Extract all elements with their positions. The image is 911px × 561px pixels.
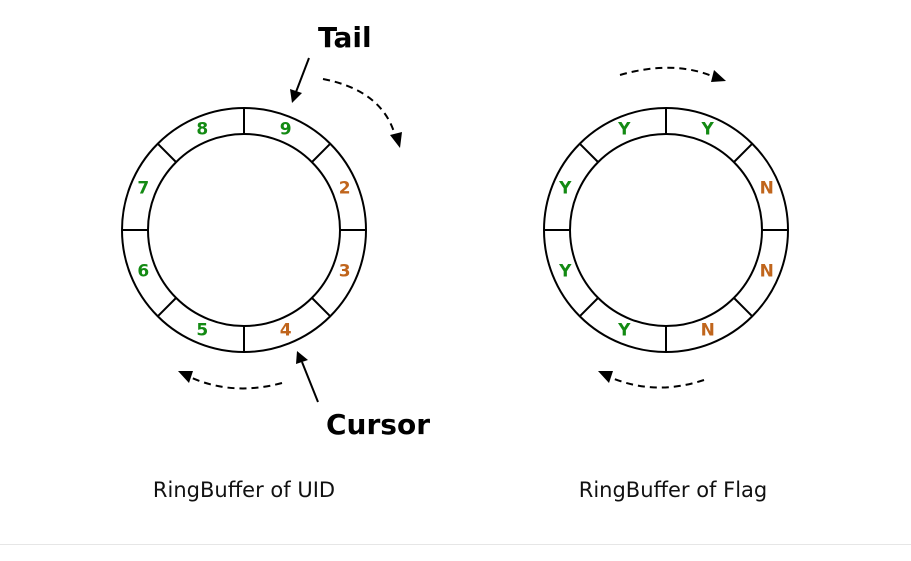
tail-arrow (290, 57, 310, 103)
flag-ring-slot-labels: Y N N N Y Y Y Y (558, 119, 774, 340)
flag-slot-divider (733, 297, 753, 317)
uid-slot-label: 5 (196, 321, 208, 341)
uid-ring: 9 2 3 4 5 6 7 8 (121, 107, 367, 353)
cursor-label: Cursor (326, 408, 430, 441)
flag-slot-divider (579, 297, 599, 317)
uid-slot-divider (157, 143, 177, 163)
tail-label: Tail (318, 21, 372, 54)
uid-slot-label: 2 (339, 178, 351, 198)
flag-slot-label: Y (558, 262, 572, 282)
uid-ring-inner (147, 133, 341, 327)
flag-slot-label: Y (617, 119, 631, 139)
flag-rotation-arrow-top (619, 66, 726, 82)
uid-slot-divider (157, 297, 177, 317)
uid-slot-label: 3 (339, 262, 351, 282)
uid-ring-slot-labels: 9 2 3 4 5 6 7 8 (137, 119, 350, 340)
flag-slot-label: Y (617, 321, 631, 341)
flag-slot-label: N (701, 321, 715, 341)
uid-ring-dividers (122, 108, 366, 352)
uid-slot-label: 6 (137, 262, 149, 282)
uid-slot-label: 4 (280, 321, 292, 341)
cursor-arrow (296, 351, 319, 403)
flag-ring-caption: RingBuffer of Flag (579, 478, 768, 502)
uid-ring-caption: RingBuffer of UID (153, 478, 335, 502)
uid-slot-label: 9 (280, 119, 292, 139)
uid-slot-label: 7 (137, 178, 149, 198)
uid-slot-divider (311, 143, 331, 163)
flag-ring: Y N N N Y Y Y Y (543, 107, 789, 353)
uid-rotation-arrow-bottom (178, 371, 283, 390)
uid-rotation-arrow-top (322, 78, 402, 148)
flag-slot-divider (733, 143, 753, 163)
uid-slot-divider (311, 297, 331, 317)
flag-slot-label: N (760, 178, 774, 198)
flag-rotation-arrow-bottom (598, 371, 705, 389)
flag-ring-dividers (544, 108, 788, 352)
flag-slot-label: Y (558, 178, 572, 198)
bottom-divider (0, 544, 911, 545)
uid-slot-label: 8 (196, 119, 208, 139)
flag-ring-inner (569, 133, 763, 327)
flag-slot-label: Y (701, 119, 715, 139)
flag-slot-divider (579, 143, 599, 163)
flag-slot-label: N (760, 262, 774, 282)
